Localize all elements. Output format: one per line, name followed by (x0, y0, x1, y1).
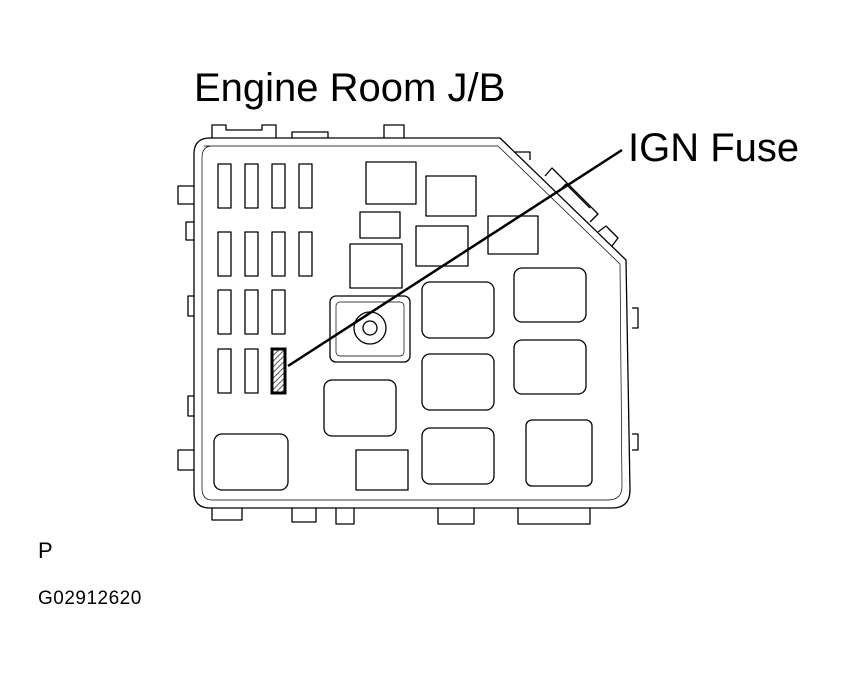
right-mounting-tabs (515, 151, 639, 451)
top-mounting-tabs (211, 124, 405, 138)
left-mounting-tabs (177, 185, 194, 471)
callout-leader-line (287, 148, 623, 368)
fuse-row-3 (217, 289, 286, 335)
fuse-row-1 (217, 163, 313, 209)
fuse-row-2 (217, 231, 313, 277)
ign-fuse-label: IGN Fuse (628, 126, 800, 170)
central-stud (329, 295, 411, 363)
page-marker: P (38, 538, 53, 563)
bottom-mounting-tabs (211, 508, 591, 525)
ign-fuse-highlight (270, 347, 287, 395)
figure-code: G02912620 (38, 588, 142, 609)
junction-block-housing (193, 137, 631, 509)
fuse-row-4 (217, 348, 259, 394)
relay-blocks (213, 161, 593, 491)
diagram-title: Engine Room J/B (194, 66, 506, 110)
